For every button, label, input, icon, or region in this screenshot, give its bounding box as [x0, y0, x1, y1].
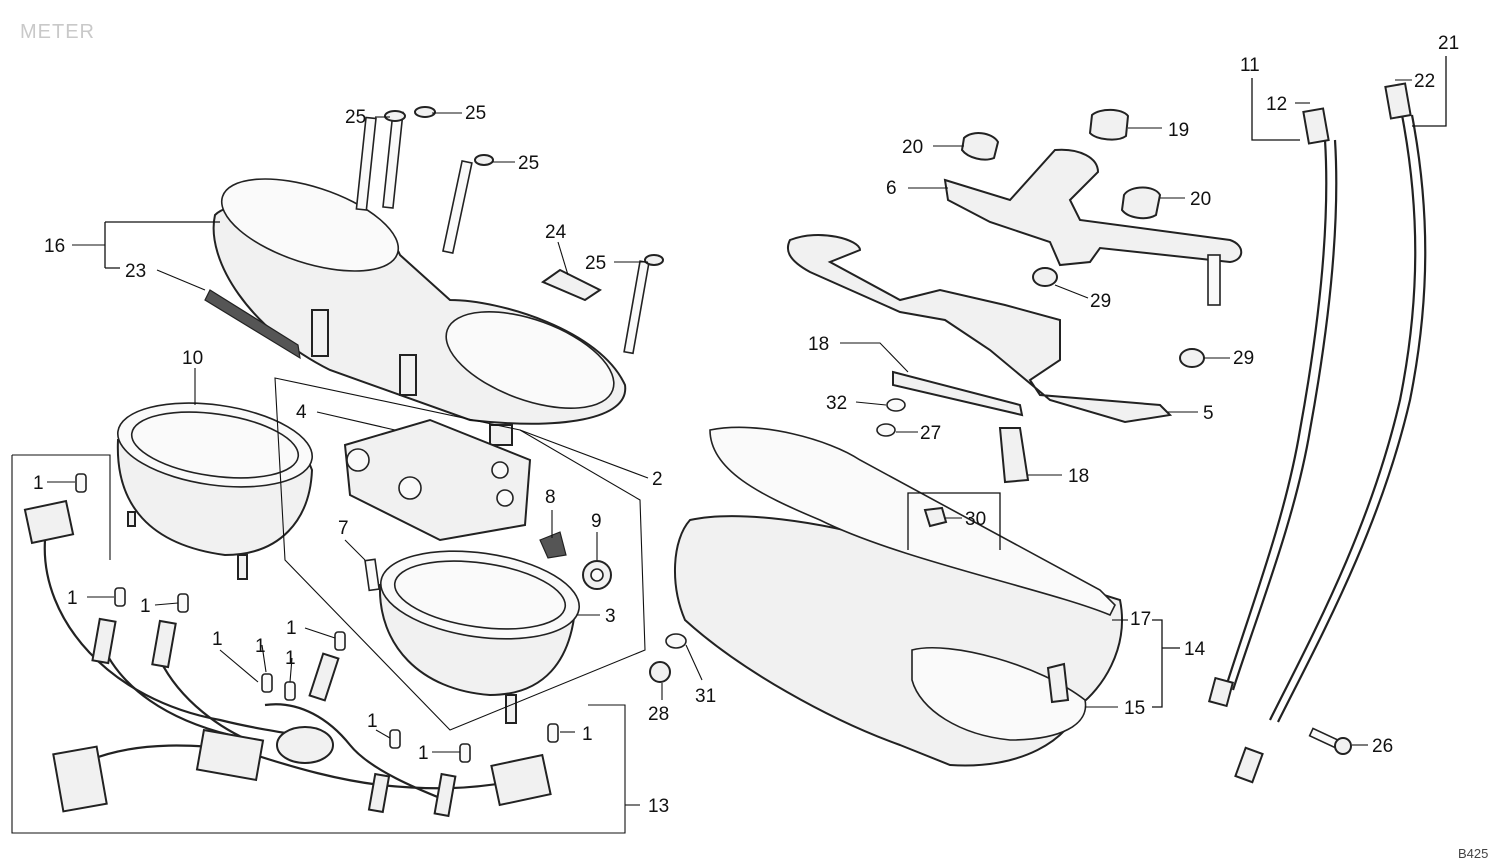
- callout-labels: 25 25 25 25 24 16 23 10 4 2 8 9 7 3 1 1 …: [33, 33, 1459, 817]
- leader-lines: [47, 56, 1447, 806]
- speedometer-cable-11: [1207, 107, 1338, 708]
- clip-8: [539, 531, 567, 559]
- meter-case-14: [673, 426, 1123, 767]
- callout-31: 31: [695, 686, 716, 707]
- callout-18a: 18: [808, 334, 829, 355]
- callout-1b: 1: [67, 588, 78, 609]
- wire-harness-13: [23, 499, 552, 818]
- callout-8: 8: [545, 487, 556, 508]
- callout-25d: 25: [585, 253, 606, 274]
- callout-25c: 25: [518, 153, 539, 174]
- callout-13: 13: [648, 796, 669, 817]
- callout-14: 14: [1184, 639, 1206, 660]
- callout-12: 12: [1266, 94, 1287, 115]
- callout-3: 3: [605, 606, 616, 627]
- screws-25: [355, 106, 664, 355]
- plate-18: [892, 370, 1024, 417]
- tachometer-3: [378, 550, 580, 724]
- callout-11: 11: [1240, 55, 1260, 76]
- callout-15: 15: [1124, 698, 1145, 719]
- callout-1h: 1: [367, 711, 378, 732]
- grommets: [876, 108, 1205, 528]
- callout-5: 5: [1203, 403, 1214, 424]
- callout-1e: 1: [255, 636, 266, 657]
- callout-1c: 1: [140, 596, 151, 617]
- callout-18b: 18: [1068, 466, 1089, 487]
- callout-9: 9: [591, 511, 602, 532]
- clamp-18: [998, 427, 1030, 484]
- callout-29b: 29: [1233, 348, 1254, 369]
- drawing-code: B425: [1458, 846, 1488, 860]
- callout-20b: 20: [1190, 189, 1211, 210]
- bracket-6: [943, 148, 1243, 306]
- speedometer-10: [116, 402, 314, 580]
- grommet-28: [649, 661, 671, 683]
- harness-frame: [11, 455, 626, 834]
- callout-19: 19: [1168, 120, 1189, 141]
- callout-6: 6: [886, 178, 897, 199]
- callout-29a: 29: [1090, 291, 1111, 312]
- callout-23: 23: [125, 261, 146, 282]
- bulbs-1: [75, 473, 559, 763]
- callout-1j: 1: [582, 724, 593, 745]
- seal-strip-23: [204, 289, 301, 360]
- callout-17: 17: [1130, 609, 1151, 630]
- callout-1g: 1: [286, 618, 297, 639]
- callout-2: 2: [652, 469, 663, 490]
- callout-24: 24: [545, 222, 567, 243]
- callout-22: 22: [1414, 71, 1435, 92]
- callout-28: 28: [648, 704, 669, 725]
- tachometer-cable-21: [1234, 82, 1427, 784]
- plate-24: [540, 268, 602, 302]
- callout-27: 27: [920, 423, 941, 444]
- callout-25b: 25: [465, 103, 486, 124]
- indicator-housing-4: [343, 418, 532, 542]
- callout-7: 7: [338, 518, 349, 539]
- diagram-title: METER: [20, 21, 95, 43]
- screw-7: [364, 558, 381, 592]
- callout-1d: 1: [212, 629, 223, 650]
- callout-30: 30: [965, 509, 986, 530]
- screw-26: [1308, 727, 1340, 749]
- meter-cover-16: [212, 178, 627, 446]
- callout-26: 26: [1372, 736, 1393, 757]
- callout-32: 32: [826, 393, 847, 414]
- callout-1i: 1: [418, 743, 429, 764]
- callout-1f: 1: [285, 648, 296, 669]
- stay-5: [786, 233, 1173, 424]
- callout-20a: 20: [902, 137, 923, 158]
- callout-25a: 25: [345, 107, 366, 128]
- callout-10: 10: [182, 348, 203, 369]
- callout-4: 4: [296, 402, 307, 423]
- callout-16: 16: [44, 236, 65, 257]
- callout-1a: 1: [33, 473, 44, 494]
- callout-21: 21: [1438, 33, 1459, 54]
- collar-31: [665, 633, 687, 649]
